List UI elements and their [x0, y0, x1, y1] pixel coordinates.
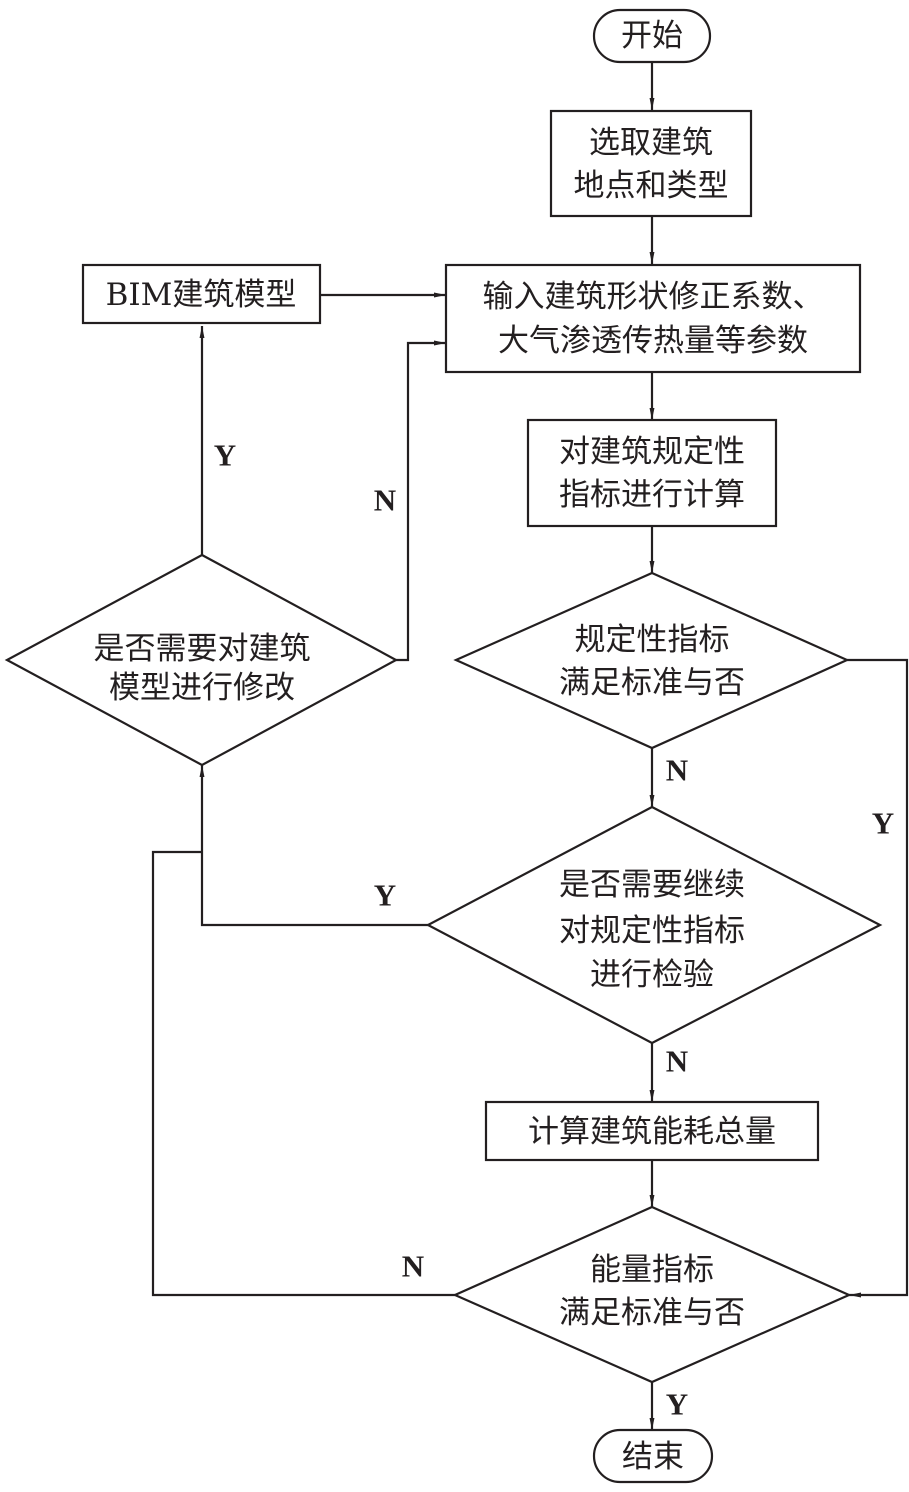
node-check-energy: 能量指标 满足标准与否 — [452, 1205, 852, 1384]
node-continue-check-line-1: 是否需要继续 — [559, 867, 745, 903]
node-input-params: 输入建筑形状修正系数、 大气渗透传热量等参数 — [444, 263, 862, 374]
node-continue-check-line-3: 进行检验 — [590, 957, 714, 993]
node-modify-model-line-2: 模型进行修改 — [109, 670, 295, 706]
node-check-prescriptive: 规定性指标 满足标准与否 — [453, 571, 850, 750]
node-select-site: 选取建筑 地点和类型 — [549, 109, 753, 218]
node-check-energy-line-2: 满足标准与否 — [559, 1295, 745, 1331]
node-check-prescriptive-line-1: 规定性指标 — [575, 622, 730, 658]
node-calc-energy-text: 计算建筑能耗总量 — [528, 1114, 776, 1150]
terminator-shape — [592, 8, 712, 64]
decision-diamond — [425, 805, 883, 1045]
label-prescriptive-no: N — [666, 753, 688, 788]
process-box — [549, 109, 753, 218]
edge-continue-yes-to-modify — [199, 765, 428, 927]
label-prescriptive-yes: Y — [872, 806, 894, 841]
node-check-prescriptive-line-2: 满足标准与否 — [559, 665, 745, 701]
process-box — [444, 263, 862, 374]
node-select-site-line-2: 地点和类型 — [574, 168, 729, 204]
node-calc-energy: 计算建筑能耗总量 — [484, 1100, 820, 1162]
label-modify-no: N — [374, 483, 396, 518]
label-energy-no: N — [402, 1249, 424, 1284]
process-box — [526, 418, 778, 528]
decision-diamond — [452, 1205, 852, 1384]
node-check-energy-line-1: 能量指标 — [590, 1252, 714, 1288]
node-input-params-line-1: 输入建筑形状修正系数、 — [483, 279, 824, 315]
process-box — [81, 263, 322, 325]
terminator-shape — [592, 1428, 714, 1484]
node-bim-model-text: BIM建筑模型 — [106, 277, 297, 313]
node-calc-prescriptive: 对建筑规定性 指标进行计算 — [526, 418, 778, 528]
label-modify-yes: Y — [214, 438, 236, 473]
node-end: 结束 — [592, 1428, 714, 1484]
node-modify-model-line-1: 是否需要对建筑 — [94, 631, 311, 667]
node-calc-prescriptive-line-1: 对建筑规定性 — [559, 434, 745, 470]
label-continue-no: N — [666, 1044, 688, 1079]
node-continue-check-line-2: 对规定性指标 — [559, 913, 745, 949]
node-modify-model: 是否需要对建筑 模型进行修改 — [4, 553, 399, 767]
label-continue-yes: Y — [374, 878, 396, 913]
edge-check-energy-no — [151, 850, 455, 1297]
node-bim-model: BIM建筑模型 — [81, 263, 322, 325]
edge-labels: Y N N Y Y N N Y — [214, 438, 894, 1422]
edge-modify-no-to-input-params — [396, 340, 446, 662]
node-calc-prescriptive-line-2: 指标进行计算 — [559, 477, 745, 513]
decision-diamond — [453, 571, 850, 750]
edge-check-prescriptive-yes — [847, 658, 909, 1298]
label-energy-yes: Y — [666, 1387, 688, 1422]
node-start-text: 开始 — [621, 18, 683, 54]
node-continue-check: 是否需要继续 对规定性指标 进行检验 — [425, 805, 883, 1045]
process-box — [484, 1100, 820, 1162]
node-start: 开始 — [592, 8, 712, 64]
connectors — [151, 62, 909, 1430]
node-select-site-line-1: 选取建筑 — [589, 125, 713, 161]
decision-diamond — [4, 553, 399, 767]
node-end-text: 结束 — [622, 1439, 684, 1475]
node-input-params-line-2: 大气渗透传热量等参数 — [498, 323, 808, 359]
